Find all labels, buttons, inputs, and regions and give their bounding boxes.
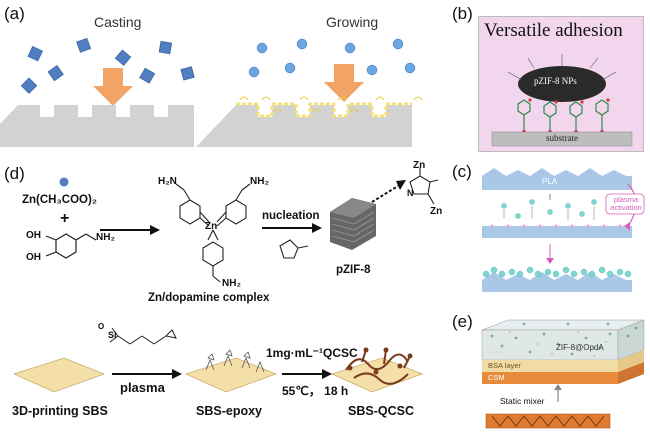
pla-label: PLA (542, 177, 558, 186)
complex-structure (175, 183, 251, 283)
growing-spheres (248, 38, 416, 78)
panel-c-letter: (c) (452, 162, 472, 181)
dopamine-structure (45, 233, 97, 259)
plus-sign: + (60, 210, 70, 227)
dopamine-nh2: NH₂ (96, 232, 115, 243)
np-cluster (518, 66, 606, 102)
oh-label-1: OH (26, 230, 41, 241)
growing-arrow (324, 64, 364, 102)
casting-crystals (20, 37, 195, 94)
versatile-adhesion-title: Versatile adhesion (484, 20, 623, 41)
panel-e-letter: (e) (452, 312, 473, 331)
teal-particles (501, 199, 597, 219)
panel-b-letter: (b) (452, 4, 473, 23)
substrate-bar (491, 131, 633, 147)
zn-bottom-label: Zn (430, 206, 443, 217)
imidazole-structure (279, 239, 309, 259)
casting-substrate (0, 105, 194, 147)
concentration-label: 1mg·mL⁻¹QCSC (266, 346, 358, 360)
sbs-printing-label: 3D-printing SBS (12, 404, 108, 418)
plasma-activation-label: plasma activation (610, 195, 642, 212)
o-label: O (98, 322, 105, 331)
zinc-dot (59, 177, 69, 187)
oh-label-2: OH (26, 252, 41, 263)
growing-substrate (196, 105, 412, 147)
pla-surface-3 (482, 280, 632, 292)
substrate-label: substrate (546, 133, 578, 143)
growing-label: Growing (326, 14, 379, 30)
zinc-acetate-formula: Zn(CH₃COO)₂ (22, 194, 97, 206)
bsa-layer-bar (482, 360, 618, 372)
catechol-linkers (517, 99, 609, 132)
complex-nh2-left: H₂N (158, 176, 177, 187)
csm-layer-label: CSM (488, 373, 505, 382)
pla-surface-1 (482, 176, 632, 190)
panel-d-letter: (d) (4, 164, 25, 183)
sbs-plate-1 (12, 357, 106, 393)
zif-layer-label: ZIF-8@OpdA (556, 343, 604, 352)
conditions-label: 55℃， 18 h (282, 384, 349, 398)
n-label: N (407, 188, 414, 198)
panel-d-bottom-illustration (12, 327, 424, 393)
pla-surface-2 (482, 226, 632, 238)
np-label: pZIF-8 NPs (534, 76, 577, 86)
si-label: Si (108, 330, 117, 340)
panel-b-illustration (491, 54, 633, 147)
panel-c-illustration (482, 168, 645, 292)
casting-arrow (93, 68, 133, 106)
pzif8-crystal (330, 198, 376, 250)
plasma-box (605, 193, 645, 215)
complex-nh2-bottom: NH₂ (222, 278, 241, 289)
zn-top-label: Zn (413, 160, 426, 171)
casting-label: Casting (94, 14, 142, 30)
silane-reagent (109, 327, 177, 345)
growing-coating (236, 102, 412, 118)
panel-a-illustration (0, 37, 423, 147)
nucleation-label: nucleation (262, 210, 320, 222)
complex-nh2-right: NH₂ (250, 176, 269, 187)
plasma-label: plasma (120, 380, 165, 395)
sbs-epoxy-label: SBS-epoxy (196, 404, 262, 418)
sbs-qcsc-label: SBS-QCSC (348, 404, 414, 418)
panel-e-illustration (481, 319, 645, 429)
complex-zn: Zn (205, 221, 218, 232)
panel-d-top-illustration (45, 168, 439, 283)
csm-layer-bar (482, 372, 618, 384)
zn-imidazole (409, 168, 439, 205)
complex-label: Zn/dopamine complex (148, 292, 270, 304)
coated-particles (482, 266, 632, 278)
zif-layer-top (481, 319, 645, 331)
pzif8-label: pZIF-8 (336, 264, 371, 276)
panel-a-letter: (a) (4, 4, 25, 23)
static-mixer-label: Static mixer (500, 396, 545, 406)
sbs-plate-2 (184, 357, 278, 393)
bsa-layer-label: BSA layer (488, 361, 521, 370)
zif-layer (481, 329, 619, 361)
